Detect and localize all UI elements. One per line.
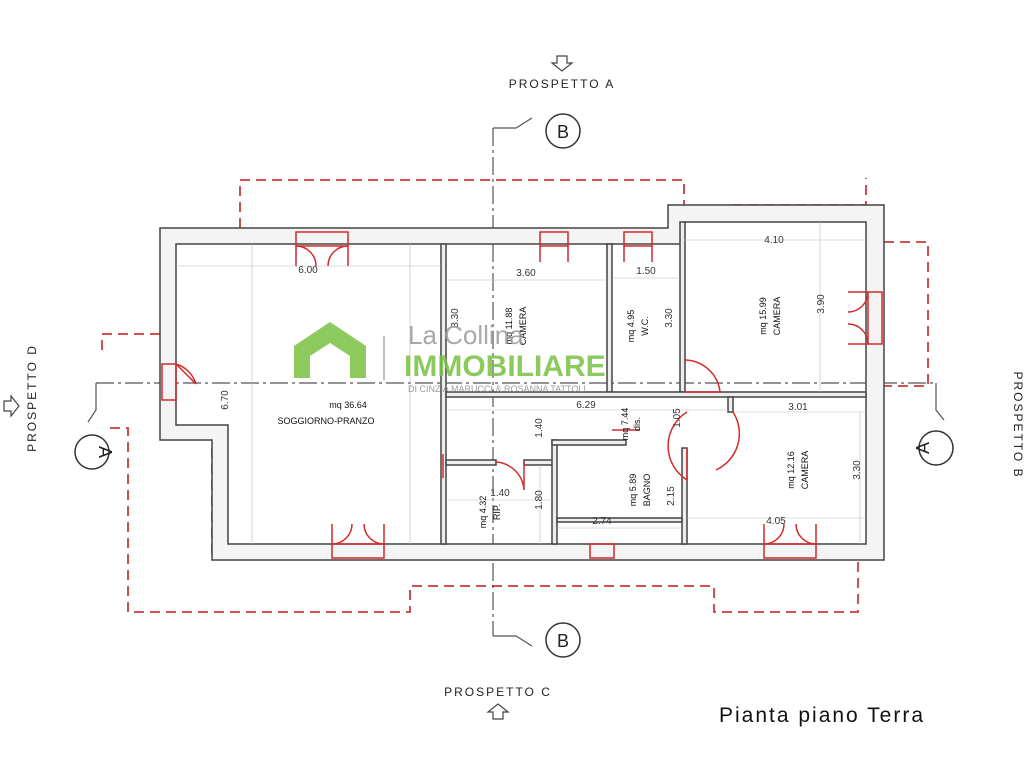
door-corridor-camera3 [667, 411, 741, 482]
svg-text:B: B [557, 122, 569, 142]
svg-text:1.40: 1.40 [490, 488, 510, 499]
dimension-grid [176, 222, 866, 544]
watermark: La Collina IMMOBILIARE DI CINZIA MARUCCI… [294, 320, 606, 394]
svg-text:mq 4.95: mq 4.95 [626, 310, 636, 343]
elevation-label-right: PROSPETTO B [1011, 371, 1024, 478]
door-rip [495, 461, 525, 491]
dimension-labels: 6.00 6.70 3.60 3.30 1.50 3.30 4.10 3.90 … [220, 235, 863, 527]
room-camera-2: mq 15.99 CAMERA [758, 297, 782, 336]
svg-text:4.10: 4.10 [764, 235, 784, 246]
watermark-line2: IMMOBILIARE [404, 350, 606, 383]
svg-text:3.30: 3.30 [852, 460, 863, 480]
svg-text:3.90: 3.90 [816, 294, 827, 314]
svg-text:A: A [913, 442, 933, 454]
section-marker-b-top: B [545, 113, 581, 149]
house-logo-icon [294, 322, 385, 380]
svg-text:mq 15.99: mq 15.99 [758, 297, 768, 335]
svg-text:SOGGIORNO-PRANZO: SOGGIORNO-PRANZO [277, 416, 374, 426]
svg-text:6.70: 6.70 [220, 390, 231, 410]
svg-text:mq 36.64: mq 36.64 [329, 400, 367, 410]
svg-text:1.50: 1.50 [636, 266, 656, 277]
room-camera-1: mq 11.88 CAMERA [504, 307, 528, 346]
svg-text:mq 12.16: mq 12.16 [786, 451, 796, 489]
svg-text:A: A [95, 446, 115, 458]
svg-text:RIP.: RIP. [492, 504, 502, 520]
svg-text:3.01: 3.01 [788, 402, 808, 413]
window-camera3-bottom [763, 523, 817, 559]
section-marker-a-right: A [913, 430, 954, 466]
window-wc-top [623, 231, 653, 262]
elevation-label-left: PROSPETTO D [25, 344, 39, 452]
svg-text:3.30: 3.30 [664, 308, 675, 328]
window-camera1-top [539, 231, 569, 262]
svg-text:BAGNO: BAGNO [642, 474, 652, 507]
room-soggiorno: mq 36.64 SOGGIORNO-PRANZO [277, 400, 374, 426]
room-bagno: mq 5.89 BAGNO [628, 474, 652, 507]
svg-text:CAMERA: CAMERA [772, 297, 782, 336]
section-marker-b-bottom: B [545, 622, 581, 658]
svg-text:1.05: 1.05 [672, 408, 683, 428]
svg-text:1.40: 1.40 [534, 418, 545, 438]
svg-text:6.00: 6.00 [298, 265, 318, 276]
svg-text:CAMERA: CAMERA [800, 451, 810, 490]
svg-text:3.30: 3.30 [450, 308, 461, 328]
svg-text:mq 11.88: mq 11.88 [504, 308, 514, 345]
watermark-line3: DI CINZIA MARUCCI & ROSANNA TATTOLI [408, 384, 586, 394]
page-title: Pianta piano Terra [719, 704, 925, 727]
watermark-line1: La Collina [408, 320, 524, 350]
room-camera-3: mq 12.16 CAMERA [786, 451, 810, 490]
elevation-arrow-bottom [486, 703, 510, 720]
svg-text:B: B [557, 631, 569, 651]
door-corridor-camera2 [683, 359, 721, 393]
svg-text:1.80: 1.80 [534, 490, 545, 510]
section-marker-a-left: A [74, 434, 115, 470]
elevation-label-top: PROSPETTO A [509, 77, 615, 91]
svg-text:6.29: 6.29 [576, 400, 596, 411]
room-dis: mq 7.44 dis. [620, 408, 642, 441]
entry-door-left [161, 363, 197, 401]
svg-text:2.74: 2.74 [592, 516, 612, 527]
svg-text:4.05: 4.05 [766, 516, 786, 527]
window-bagno-bottom [589, 543, 615, 559]
room-wc: mq 4.95 W.C. [626, 310, 650, 343]
svg-text:mq 7.44: mq 7.44 [620, 408, 630, 441]
window-camera2-right [847, 291, 883, 345]
elevation-arrow-left [3, 394, 20, 418]
walls [159, 204, 885, 561]
svg-text:dis.: dis. [632, 417, 642, 431]
svg-text:3.60: 3.60 [516, 268, 536, 279]
window-living-bottom [331, 523, 385, 559]
window-living-top [295, 231, 349, 267]
elevation-label-bottom: PROSPETTO C [444, 685, 552, 699]
svg-text:W.C.: W.C. [640, 316, 650, 336]
svg-text:2.15: 2.15 [666, 486, 677, 506]
svg-text:mq 4.32: mq 4.32 [478, 496, 488, 529]
openings [161, 231, 883, 559]
elevation-arrow-top [550, 55, 574, 72]
svg-text:CAMERA: CAMERA [518, 307, 528, 346]
room-rip: mq 4.32 RIP. [478, 496, 502, 529]
svg-text:mq 5.89: mq 5.89 [628, 474, 638, 507]
